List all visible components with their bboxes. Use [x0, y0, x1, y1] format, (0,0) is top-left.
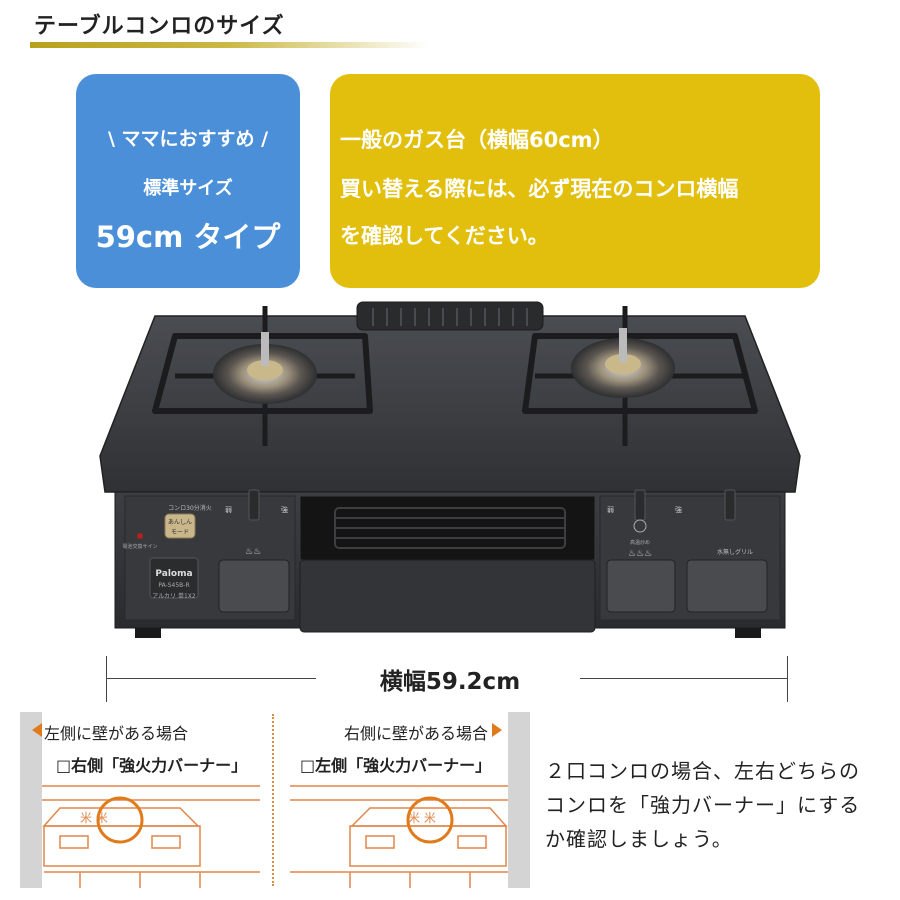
- left-wall-title: 左側に壁がある場合: [44, 724, 189, 743]
- mode-text-2: モード: [171, 529, 189, 536]
- info-card: 一般のガス台（横幅60cm） 買い替える際には、必ず現在のコンロ横幅 を確認して…: [330, 74, 820, 288]
- svg-text:米 米: 米 米: [408, 811, 436, 825]
- left-flame-text: ♨♨: [245, 547, 261, 557]
- width-dimension-label: 横幅59.2cm: [379, 669, 521, 695]
- right-arrow-icon: [492, 723, 502, 737]
- right-wall: [508, 712, 530, 888]
- stove-sketch-right: 米 米: [290, 785, 508, 888]
- brand-text: Paloma: [155, 569, 192, 579]
- section-title: テーブルコンロのサイズ: [34, 14, 285, 39]
- left-low-text: 弱: [225, 506, 232, 514]
- right-wall-check: □左側「強火力バーナー」: [300, 756, 492, 775]
- grill-text: 水無しグリル: [717, 548, 753, 556]
- left-arrow-icon: [32, 723, 42, 737]
- battery-text: アルカリ 単1X2: [152, 592, 196, 600]
- left-wall-check: □右側「強火力バーナー」: [56, 756, 248, 775]
- title-underline: [30, 42, 430, 48]
- gas-stove-image: Paloma PA-S45B-R アルカリ 単1X2 コンロ30分消火 あんしん…: [99, 301, 801, 638]
- model-text: PA-S45B-R: [158, 582, 189, 589]
- info-line-1: 一般のガス台（横幅60cm）: [340, 128, 614, 152]
- width-line-left: [106, 678, 316, 679]
- left-high-text: 強: [281, 506, 288, 514]
- knob-note-text: 高温炒め: [630, 539, 650, 546]
- standard-size-label: 標準サイズ: [143, 178, 233, 199]
- info-line-3: を確認してください。: [340, 224, 549, 248]
- burner-note: ２口コンロの場合、左右どちらの コンロを「強力バーナー」にする か確認しましょう…: [545, 754, 895, 856]
- note-line-1: ２口コンロの場合、左右どちらの: [545, 759, 860, 783]
- width-marker-right: [787, 656, 788, 702]
- recommend-tagline: \ ママにおすすめ /: [107, 128, 269, 150]
- info-line-2: 買い替える際には、必ず現在のコンロ横幅: [340, 177, 739, 201]
- svg-text:米 米: 米 米: [80, 811, 108, 825]
- size-type-label: 59cm タイプ: [95, 220, 281, 254]
- width-line-right: [580, 678, 788, 679]
- right-low-text: 弱: [607, 506, 614, 514]
- ignite-text: 電池交換サイン: [122, 543, 157, 550]
- stove-sketch-left: 米 米: [42, 785, 260, 888]
- right-high-text: 強: [675, 506, 682, 514]
- mode-text-1: あんしん: [168, 519, 192, 526]
- right-flame-text: ♨♨♨: [628, 549, 652, 559]
- recommend-card: \ ママにおすすめ / 標準サイズ 59cm タイプ: [76, 74, 300, 288]
- note-line-2: コンロを「強力バーナー」にする: [545, 793, 861, 817]
- note-line-3: か確認しましょう。: [545, 827, 733, 851]
- width-marker-left: [106, 656, 107, 702]
- panel-divider: [272, 714, 274, 886]
- right-wall-panel: 右側に壁がある場合 □左側「強火力バーナー」 米 米: [290, 712, 530, 888]
- timer-text: コンロ30分消火: [168, 504, 212, 512]
- left-wall-panel: 左側に壁がある場合 □右側「強火力バーナー」 米 米: [20, 712, 260, 888]
- right-wall-title: 右側に壁がある場合: [343, 724, 488, 743]
- left-wall: [20, 712, 42, 888]
